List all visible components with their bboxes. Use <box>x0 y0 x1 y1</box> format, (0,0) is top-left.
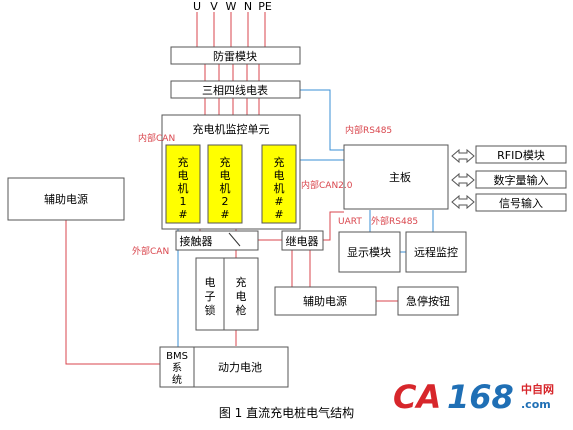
power-lines <box>65 12 398 365</box>
charger-2-char: 充 <box>220 155 231 169</box>
relay-label: 继电器 <box>286 235 319 248</box>
signal-input-box <box>475 193 567 212</box>
bms-char: BMS <box>166 351 188 362</box>
logo-dotcom: .com <box>521 398 551 411</box>
charging-gun-char: 充 <box>236 275 247 289</box>
aux-power-left-label: 辅助电源 <box>44 192 88 206</box>
electronic-lock-char: 锁 <box>205 303 216 317</box>
input-w-label: W <box>226 0 237 13</box>
charger-1-char: 1 <box>180 195 187 208</box>
charger-n-box <box>261 144 297 224</box>
logo-168: 168 <box>447 380 514 414</box>
input-u-label: U <box>193 0 201 13</box>
charger-2-char: 电 <box>220 169 231 182</box>
internal-can-label: 内部CAN <box>138 132 175 144</box>
battery-box <box>159 346 289 388</box>
monitor-unit-label: 充电机监控单元 <box>193 122 270 136</box>
charger-n-label: 充电机## <box>274 155 285 221</box>
electronic-lock-char: 子 <box>205 290 216 303</box>
internal-can2-label: 内部CAN2.0 <box>301 179 353 191</box>
display-module-box <box>338 231 401 273</box>
charger-1-char: 电 <box>178 169 189 182</box>
contactor-box <box>175 230 259 251</box>
charger-2-char: 2 <box>222 195 229 208</box>
surge-module-box <box>170 46 301 65</box>
external-rs485-label: 外部RS485 <box>371 215 418 227</box>
charger-1-char: 充 <box>178 155 189 169</box>
rfid-box <box>475 145 567 164</box>
charger-1-box <box>165 144 201 224</box>
connector-box <box>195 257 259 331</box>
aux-power-mid-box <box>274 286 377 316</box>
contactor-switch-icon <box>228 232 241 247</box>
battery-label: 动力电池 <box>218 361 262 374</box>
uart-label: UART <box>338 217 362 227</box>
meter-label: 三相四线电表 <box>202 83 268 97</box>
rfid-arrow <box>451 148 475 164</box>
surge-module-label: 防雷模块 <box>213 49 257 63</box>
input-n-label: N <box>244 0 252 13</box>
figure-caption: 图 1 直流充电桩电气结构 <box>218 406 355 420</box>
digital-input-label: 数字量输入 <box>494 173 549 187</box>
signal-input-label: 信号输入 <box>499 196 543 210</box>
signal-input-arrow <box>451 194 475 210</box>
remote-monitor-label: 远程监控 <box>414 245 458 259</box>
digital-input-arrow <box>451 172 475 188</box>
mainboard-label: 主板 <box>389 170 411 184</box>
charging-gun-char: 枪 <box>236 303 247 317</box>
electronic-lock-char: 电 <box>205 276 216 289</box>
charger-2-box <box>207 144 243 224</box>
digital-input-box <box>475 170 567 189</box>
internal-rs485-label: 内部RS485 <box>345 124 392 136</box>
charger-1-char: # <box>178 208 187 221</box>
ca168-logo: CA 168 中自网 .com <box>393 378 563 418</box>
estop-label: 急停按钮 <box>406 294 450 308</box>
charger-n-char: # <box>274 195 283 208</box>
estop-box <box>397 286 459 316</box>
bms-char: 统 <box>172 373 182 386</box>
io-arrows <box>451 148 475 210</box>
charger-n-char: 电 <box>274 169 285 182</box>
meter-box <box>170 80 301 99</box>
charger-1-char: 机 <box>178 181 189 195</box>
charger-n-char: 机 <box>274 181 285 195</box>
contactor-label: 接触器 <box>180 234 213 248</box>
electronic-lock-label: 电子锁 <box>205 276 216 317</box>
charger-2-char: 机 <box>220 181 231 195</box>
charger-n-char: 充 <box>274 155 285 169</box>
aux-power-left-box <box>7 177 125 221</box>
mainboard-box <box>343 144 449 210</box>
charging-gun-char: 电 <box>236 290 247 303</box>
logo-cn: 中自网 <box>521 382 554 396</box>
input-v-label: V <box>210 0 218 13</box>
aux-power-mid-label: 辅助电源 <box>303 294 347 308</box>
display-module-label: 显示模块 <box>347 246 391 259</box>
charger-n-char: # <box>274 208 283 221</box>
input-pe-label: PE <box>258 0 272 13</box>
logo-svg: CA 168 中自网 .com <box>393 378 554 416</box>
external-can-label: 外部CAN <box>132 245 169 257</box>
remote-monitor-box <box>405 231 467 273</box>
bms-char: 系 <box>172 362 182 374</box>
rfid-label: RFID模块 <box>497 149 545 162</box>
logo-ca: CA <box>393 380 441 414</box>
charger-2-char: # <box>220 208 229 221</box>
charging-gun-label: 充电枪 <box>236 275 247 317</box>
relay-box <box>281 230 324 251</box>
